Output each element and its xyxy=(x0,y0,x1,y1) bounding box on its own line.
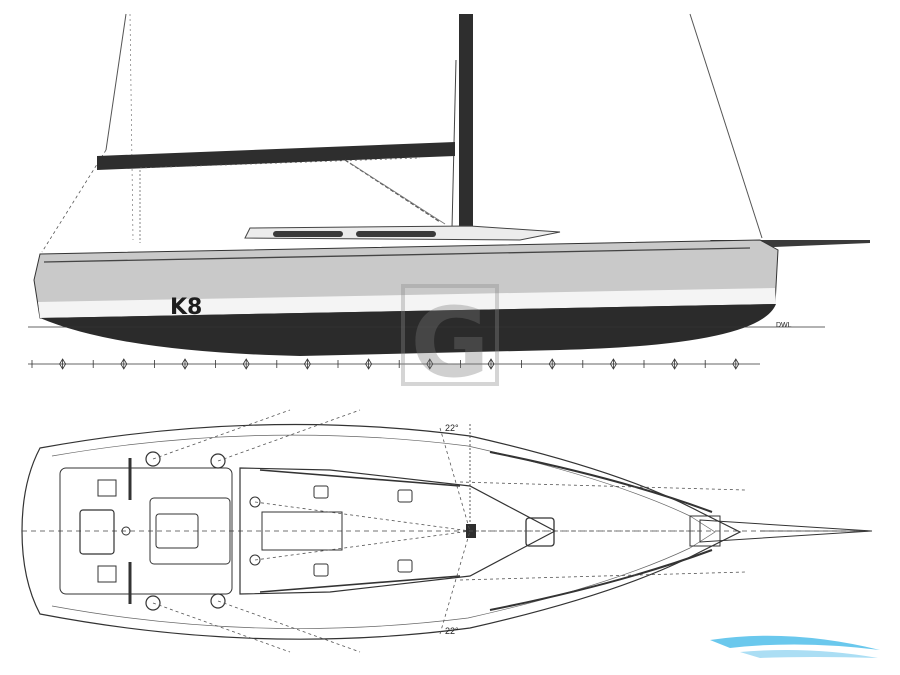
wave-swoosh xyxy=(710,635,880,650)
logo-watermark: G xyxy=(401,284,499,399)
hull-name: K8 xyxy=(170,295,202,320)
wave-watermark xyxy=(710,635,880,658)
station-marker xyxy=(671,358,679,370)
cockpit-locker-starboard xyxy=(97,565,117,583)
sheet-lines xyxy=(152,409,746,653)
logo-letter: G xyxy=(411,287,490,399)
toe-rail-port xyxy=(489,451,713,513)
station-marks xyxy=(31,358,740,370)
station-marker xyxy=(487,358,495,370)
station-marker xyxy=(59,358,67,370)
sheet-line xyxy=(254,530,471,561)
cockpit-hatch xyxy=(155,513,199,549)
hull-bottom xyxy=(40,304,776,356)
rudder-post xyxy=(121,526,131,536)
cabin-window-1 xyxy=(273,231,343,237)
station-marker xyxy=(120,358,128,370)
cockpit-floor xyxy=(59,467,233,595)
toe-rail-starboard xyxy=(489,549,713,611)
sheet-line xyxy=(254,501,471,532)
portlight xyxy=(313,485,329,499)
coachroof xyxy=(239,467,557,595)
mast xyxy=(459,14,473,226)
station-marker xyxy=(426,358,434,370)
deck-portlights xyxy=(313,485,413,577)
angle-label-bottom: 22° xyxy=(445,626,459,636)
sheet-line xyxy=(152,602,291,653)
cabin-window-2 xyxy=(356,231,436,237)
waterline-label: DWL xyxy=(776,322,792,329)
fore-hatch xyxy=(525,517,555,547)
winch-icon xyxy=(145,595,161,611)
boom xyxy=(97,142,455,170)
boom-reef-line xyxy=(139,157,421,169)
winch-icon xyxy=(145,451,161,467)
hull-white-stripe xyxy=(38,288,776,318)
sheet-line xyxy=(152,409,291,460)
sheet-line xyxy=(217,600,361,653)
portlight xyxy=(397,559,413,573)
sheer-line xyxy=(43,247,751,263)
cockpit-locker-port xyxy=(97,479,117,497)
jib-track-port xyxy=(259,469,461,487)
jib-track-starboard xyxy=(259,575,461,593)
cockpit-well xyxy=(149,497,231,565)
wave-swoosh-lower xyxy=(740,650,878,658)
portlight xyxy=(313,563,329,577)
station-marker xyxy=(303,358,311,370)
helm-pad xyxy=(79,509,115,555)
station-marker xyxy=(548,358,556,370)
side-profile: K8 DWL xyxy=(28,13,870,370)
sheet-line xyxy=(217,409,361,462)
station-marker xyxy=(609,358,617,370)
station-marker xyxy=(365,358,373,370)
deck-inner-outline xyxy=(51,434,716,629)
bow-hatch xyxy=(689,515,721,547)
winch-icon xyxy=(249,554,261,566)
logo-square xyxy=(401,284,499,386)
winch-icon xyxy=(249,496,261,508)
station-marker xyxy=(242,358,250,370)
angle-label-top: 22° xyxy=(445,423,459,433)
deck-outline xyxy=(21,423,742,640)
topping-lift xyxy=(129,13,134,241)
portlight xyxy=(397,489,413,503)
backstay-lower xyxy=(41,149,107,253)
forestay xyxy=(689,13,763,239)
winches xyxy=(145,451,261,611)
station-marker xyxy=(732,358,740,370)
winch-icon xyxy=(210,453,226,469)
station-marker xyxy=(181,358,189,370)
deck-plan: 22° 22° xyxy=(21,409,873,653)
boom-vang-2 xyxy=(349,162,446,225)
companionway xyxy=(261,511,343,551)
winch-icon xyxy=(210,593,226,609)
backstay xyxy=(105,13,127,151)
